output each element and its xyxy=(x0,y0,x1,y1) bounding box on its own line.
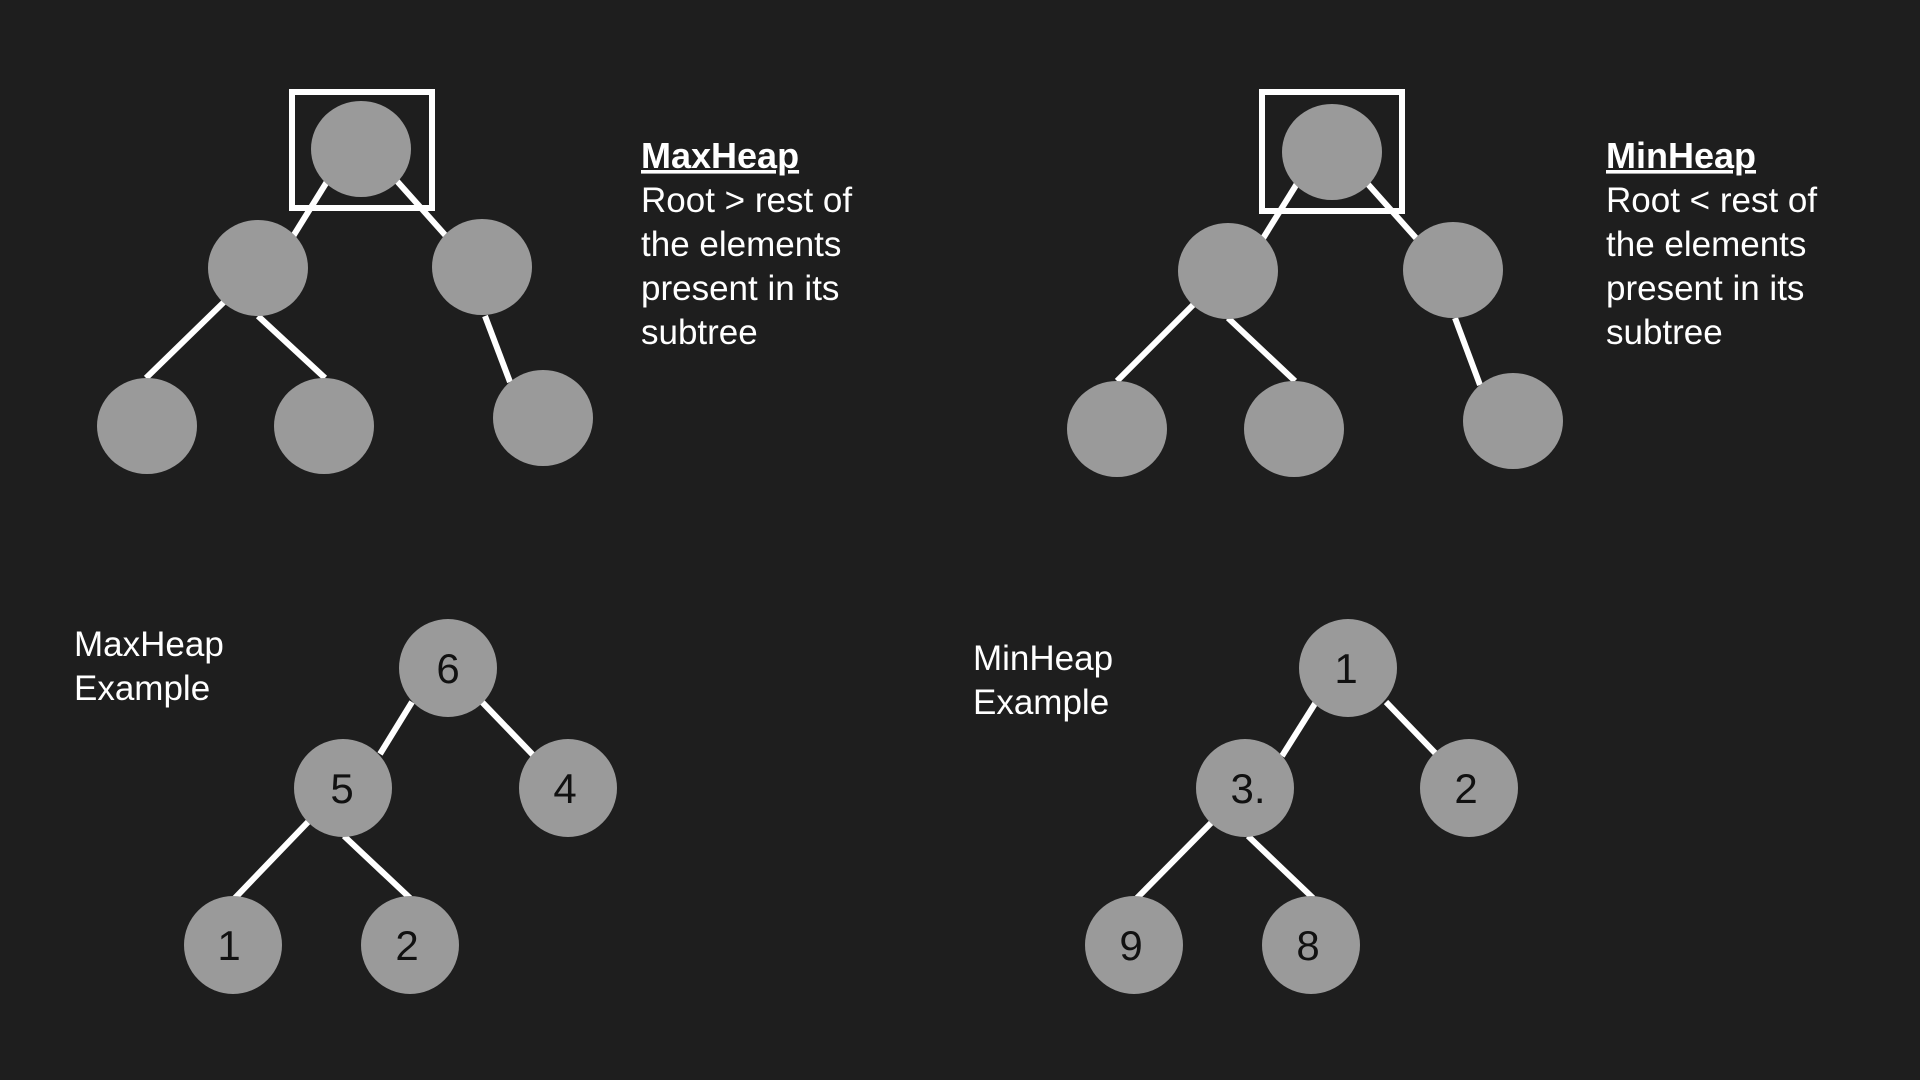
heap-node-value: 2 xyxy=(1454,765,1477,812)
tree-edge xyxy=(1383,699,1443,761)
tree-nodes xyxy=(97,101,593,474)
tree-node xyxy=(208,220,308,316)
max-heap-description-line: present in its xyxy=(641,269,839,308)
heap-node-value: 4 xyxy=(553,765,576,812)
heap-node-value: 1 xyxy=(217,922,240,969)
tree-node xyxy=(97,378,197,474)
tree-node xyxy=(1178,223,1278,319)
example-label-line: Example xyxy=(973,683,1109,722)
heap-node: 2 xyxy=(361,896,459,994)
min-heap-example-label: MinHeap Example xyxy=(973,639,1113,722)
tree-nodes xyxy=(1067,104,1563,477)
tree-edge xyxy=(255,313,328,381)
tree-edge xyxy=(341,833,413,901)
max-heap-example-tree: 6 5 4 1 2 xyxy=(184,619,617,994)
heap-node-circle xyxy=(1262,896,1360,994)
tree-node xyxy=(493,370,593,466)
tree-edge xyxy=(232,819,311,901)
max-heap-generic-tree xyxy=(97,89,593,474)
tree-nodes: 1 3. 2 9 8 xyxy=(1085,619,1518,994)
tree-nodes: 6 5 4 1 2 xyxy=(184,619,617,994)
heap-node-circle xyxy=(184,896,282,994)
heap-node: 1 xyxy=(184,896,282,994)
min-heap-title: MinHeap xyxy=(1606,135,1756,176)
tree-edges xyxy=(232,699,537,901)
root-highlight-box xyxy=(289,89,435,211)
heap-node: 3. xyxy=(1196,739,1294,837)
heap-node-value: 2 xyxy=(395,922,418,969)
heap-node-circle xyxy=(399,619,497,717)
heap-node-value: 6 xyxy=(436,645,459,692)
max-heap-definition: MaxHeap Root > rest of the elements pres… xyxy=(641,135,852,352)
min-heap-generic-tree xyxy=(1067,89,1563,477)
heap-node-value: 8 xyxy=(1296,922,1319,969)
heap-node-circle xyxy=(361,896,459,994)
tree-node xyxy=(1067,381,1167,477)
tree-node xyxy=(274,378,374,474)
tree-edge xyxy=(479,699,537,759)
heap-node-circle xyxy=(1299,619,1397,717)
max-heap-description-line: the elements xyxy=(641,225,841,264)
min-heap-description-line: the elements xyxy=(1606,225,1806,264)
heap-node-value: 9 xyxy=(1119,922,1142,969)
tree-edge xyxy=(482,314,513,384)
heap-node: 2 xyxy=(1420,739,1518,837)
tree-node-root xyxy=(1282,104,1382,200)
tree-node-root xyxy=(311,101,411,197)
tree-edges xyxy=(1134,699,1443,901)
example-label-line: MaxHeap xyxy=(74,625,224,664)
heap-node: 4 xyxy=(519,739,617,837)
tree-edge xyxy=(1114,301,1197,384)
example-label-line: MinHeap xyxy=(973,639,1113,678)
heap-node: 1 xyxy=(1299,619,1397,717)
heap-node-circle xyxy=(519,739,617,837)
tree-edge xyxy=(1245,833,1316,901)
min-heap-definition: MinHeap Root < rest of the elements pres… xyxy=(1606,135,1817,352)
tree-edge xyxy=(1452,316,1483,387)
min-heap-description-line: Root < rest of xyxy=(1606,181,1817,220)
heap-node-circle xyxy=(1196,739,1294,837)
heap-node-value: 3. xyxy=(1230,765,1265,812)
min-heap-example-tree: 1 3. 2 9 8 xyxy=(1085,619,1518,994)
max-heap-example-label: MaxHeap Example xyxy=(74,625,224,708)
heap-node-circle xyxy=(1420,739,1518,837)
heap-node-value: 1 xyxy=(1334,645,1357,692)
tree-edge xyxy=(377,700,415,756)
tree-edge xyxy=(1225,315,1298,384)
heap-node-circle xyxy=(294,739,392,837)
heap-node: 6 xyxy=(399,619,497,717)
tree-node xyxy=(1403,222,1503,318)
tree-node xyxy=(1244,381,1344,477)
max-heap-title: MaxHeap xyxy=(641,135,799,176)
heap-node: 9 xyxy=(1085,896,1183,994)
tree-node xyxy=(432,219,532,315)
tree-edge xyxy=(143,299,227,381)
example-label-line: Example xyxy=(74,669,210,708)
tree-edges xyxy=(143,178,513,384)
max-heap-description-line: Root > rest of xyxy=(641,181,852,220)
max-heap-description-line: subtree xyxy=(641,313,758,352)
root-highlight-box xyxy=(1259,89,1405,214)
tree-edge xyxy=(1279,700,1319,758)
heap-node: 5 xyxy=(294,739,392,837)
heap-node-circle xyxy=(1085,896,1183,994)
min-heap-description-line: present in its xyxy=(1606,269,1804,308)
heap-node: 8 xyxy=(1262,896,1360,994)
tree-edge xyxy=(1134,819,1215,901)
min-heap-description-line: subtree xyxy=(1606,313,1723,352)
heap-node-value: 5 xyxy=(330,765,353,812)
tree-node xyxy=(1463,373,1563,469)
